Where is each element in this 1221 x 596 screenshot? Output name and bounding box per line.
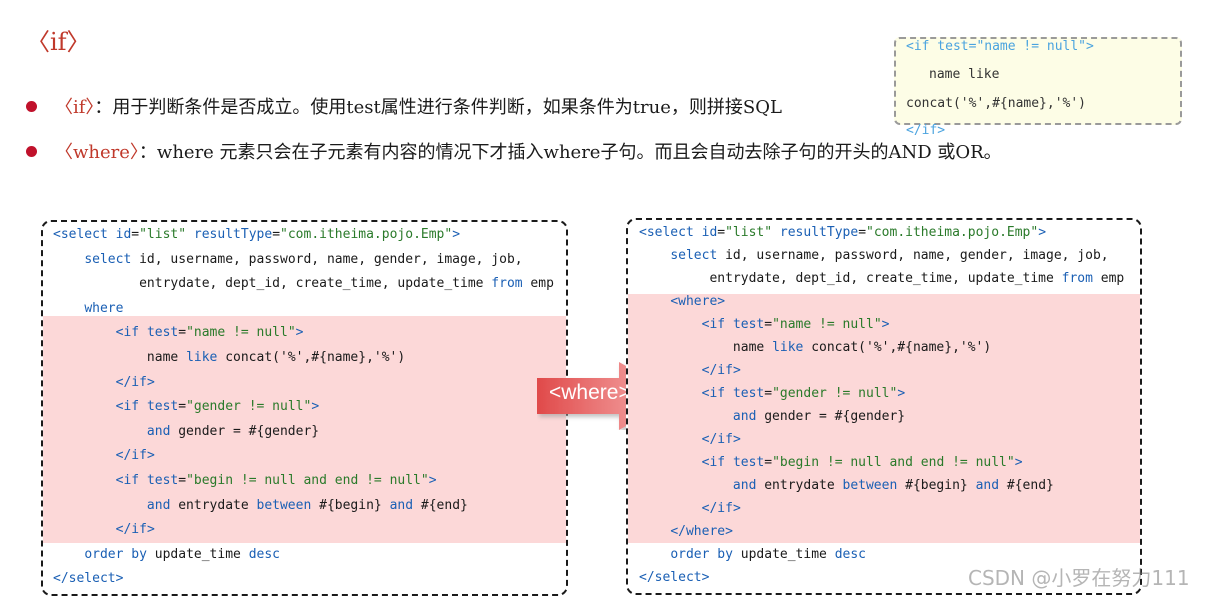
highlight-region [628, 294, 1140, 543]
code-line: </if> [701, 363, 741, 378]
highlight-region [43, 316, 566, 543]
code-line: name like concat('%',#{name},'%') [639, 340, 992, 355]
code-line: <if test="gender != null"> [115, 399, 320, 415]
code-line: order by update_time desc [670, 547, 866, 562]
bullet-dot-icon [26, 145, 37, 157]
note-line: <if test="name != null"> [906, 39, 1094, 54]
code-line: entrydate, dept_id, create_time, update_… [53, 276, 554, 292]
code-line: <if test="begin != null and end != null"… [115, 473, 437, 488]
code-line: </if> [115, 374, 155, 390]
bullet-text: ：用于判断条件是否成立。使用test属性进行条件判断，如果条件为true，则拼接… [94, 97, 782, 118]
code-line: <if test="name != null"> [701, 317, 890, 332]
note-line: concat('%',#{name},'%') [906, 96, 1087, 111]
note-line: name like [929, 67, 1000, 82]
code-line: order by update_time desc [84, 546, 280, 562]
code-line: <where> [670, 294, 726, 309]
code-line: and entrydate between #{begin} and #{end… [732, 478, 1054, 493]
code-line: <if test="name != null"> [115, 325, 304, 341]
bullet-tag: 〈where〉 [55, 142, 139, 163]
bullet-tag: 〈if〉 [55, 97, 95, 118]
bullet-where: 〈where〉：where 元素只会在子元素有内容的情况下才插入where子句。… [26, 138, 1002, 164]
note-line: </if> [906, 123, 946, 138]
code-line: entrydate, dept_id, create_time, update_… [639, 271, 1125, 286]
code-line: select id, username, password, name, gen… [84, 251, 523, 267]
code-line: and gender = #{gender} [732, 409, 906, 424]
code-line: and entrydate between #{begin} and #{end… [146, 497, 468, 513]
code-line: </where> [670, 524, 733, 539]
code-line: where [84, 300, 124, 316]
code-line: </select> [639, 570, 710, 585]
bullet-dot-icon [26, 100, 37, 112]
bullet-if: 〈if〉：用于判断条件是否成立。使用test属性进行条件判断，如果条件为true… [26, 93, 782, 119]
code-line: </if> [115, 522, 155, 538]
code-line: </if> [701, 432, 741, 447]
code-block-before: <select id="list" resultType="com.itheim… [41, 220, 568, 596]
code-block-after: <select id="list" resultType="com.itheim… [626, 218, 1142, 595]
code-line: </if> [115, 448, 155, 464]
code-line: <select id="list" resultType="com.itheim… [53, 227, 461, 242]
code-line: name like concat('%',#{name},'%') [53, 350, 406, 365]
arrow-label: <where> [549, 381, 631, 404]
code-line: <if test="begin != null and end != null"… [701, 455, 1023, 470]
code-line: <select id="list" resultType="com.itheim… [639, 225, 1047, 240]
bullet-text: ：where 元素只会在子元素有内容的情况下才插入where子句。而且会自动去除… [138, 142, 1002, 163]
code-line: </if> [701, 501, 741, 516]
code-line: and gender = #{gender} [146, 423, 320, 439]
code-line: </select> [53, 571, 124, 587]
watermark: CSDN @小罗在努力111 [968, 566, 1190, 590]
code-line: select id, username, password, name, gen… [670, 248, 1109, 263]
if-note-box: <if test="name != null"> name like conca… [894, 37, 1182, 138]
section-title: 〈if〉 [26, 28, 91, 56]
code-line: <if test="gender != null"> [701, 386, 906, 401]
